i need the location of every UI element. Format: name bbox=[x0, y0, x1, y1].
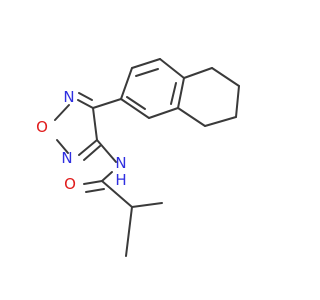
bond bbox=[56, 139, 69, 154]
bond bbox=[211, 67, 240, 87]
bonds bbox=[54, 58, 240, 257]
bond bbox=[120, 67, 133, 100]
bond bbox=[170, 82, 177, 105]
bond bbox=[131, 58, 161, 69]
bond bbox=[126, 96, 146, 110]
molecule-canvas: N O N N H O bbox=[36, 58, 240, 257]
bond bbox=[204, 116, 237, 127]
nitrogen-atom-bottom-label: N bbox=[61, 149, 72, 167]
atom-labels: N O N N H O bbox=[36, 88, 127, 193]
bond bbox=[177, 107, 206, 127]
oxygen-atom-ring-label: O bbox=[36, 118, 48, 136]
bond bbox=[78, 139, 98, 156]
bond bbox=[78, 92, 93, 101]
molecule-structure: N O N N H O bbox=[36, 58, 240, 257]
bond bbox=[101, 180, 133, 208]
bond bbox=[183, 67, 213, 79]
bond bbox=[120, 98, 150, 119]
bond bbox=[148, 107, 179, 119]
bond bbox=[85, 188, 105, 193]
bond bbox=[96, 139, 117, 163]
bond bbox=[235, 85, 240, 118]
amide-hydrogen-label: H bbox=[115, 171, 126, 189]
bond bbox=[159, 58, 185, 79]
bond bbox=[125, 206, 133, 257]
bond bbox=[101, 171, 113, 182]
amide-nitrogen-label: N bbox=[115, 154, 126, 172]
carbonyl-oxygen-label: O bbox=[64, 175, 76, 193]
bond bbox=[54, 104, 70, 121]
bond bbox=[83, 145, 101, 161]
bond bbox=[131, 202, 163, 208]
nitrogen-atom-top-label: N bbox=[63, 88, 74, 106]
bond bbox=[92, 107, 98, 141]
bond bbox=[177, 77, 185, 109]
bond bbox=[83, 180, 103, 185]
bond bbox=[135, 68, 159, 77]
bond bbox=[92, 98, 122, 109]
bond bbox=[77, 99, 94, 109]
